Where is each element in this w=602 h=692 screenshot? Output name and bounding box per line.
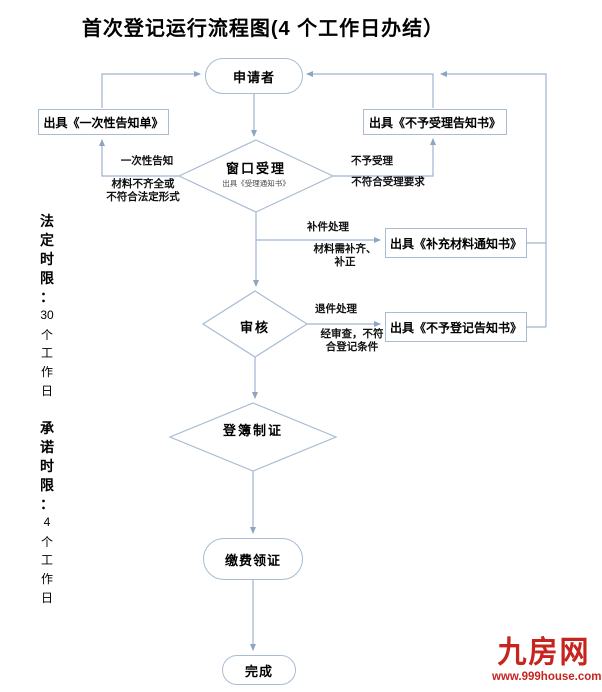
- statutory-time-limit-label: 法定时限：: [40, 213, 54, 305]
- edge-window-to-once-notice: [99, 139, 179, 177]
- edge-label-review-fail: 经审查，不符 合登记条件: [320, 328, 384, 353]
- edge-label-return-process: 退件处理: [315, 303, 357, 315]
- site-logo-url: www.999house.com: [492, 671, 602, 683]
- node-review-label: 审核: [239, 320, 270, 335]
- node-issue-no-accept: 出具《不予受理告知书》: [363, 109, 507, 135]
- node-window-accept-sublabel: 出具《受理通知书》: [222, 179, 290, 188]
- edge-label-not-accept: 不予受理: [351, 155, 393, 167]
- node-applicant: 申请者: [205, 58, 303, 94]
- node-register-certificate-label: 登簿制证: [222, 423, 283, 438]
- edge-label-once-notice: 一次性告知: [120, 155, 174, 167]
- site-logo-name: 九房网: [497, 636, 591, 670]
- page-title: 首次登记运行流程图(4 个工作日办结）: [81, 18, 445, 40]
- site-logo: 九房网 www.999house.com: [492, 636, 602, 683]
- node-window-accept-label: 窗口受理: [225, 161, 286, 176]
- edge-rail-to-applicant: [440, 71, 547, 327]
- edge-label-supplement-process: 补件处理: [307, 221, 349, 233]
- edge-label-need-supplement: 材料需补齐、 补正: [313, 243, 377, 268]
- window-accept-diamond: [177, 139, 335, 213]
- promise-time-limit-label: 承诺时限：: [40, 420, 54, 512]
- edge-no-accept-to-applicant: [306, 71, 434, 108]
- register-certificate-diamond: [168, 402, 338, 472]
- edge-window-to-no-accept: [333, 138, 436, 177]
- review-diamond: [201, 290, 309, 358]
- edge-once-notice-to-applicant: [101, 71, 201, 108]
- node-issue-supplement: 出具《补充材料通知书》: [385, 228, 527, 258]
- edge-label-incomplete: 材料不齐全或 不符合法定形式: [106, 178, 180, 203]
- node-done: 完成: [222, 655, 296, 685]
- node-issue-no-register: 出具《不予登记告知书》: [385, 312, 527, 342]
- edge-label-not-meet-requirement: 不符合受理要求: [351, 176, 425, 188]
- node-issue-once-notice: 出具《一次性告知单》: [38, 109, 169, 135]
- node-pay-receive: 缴费领证: [203, 538, 303, 580]
